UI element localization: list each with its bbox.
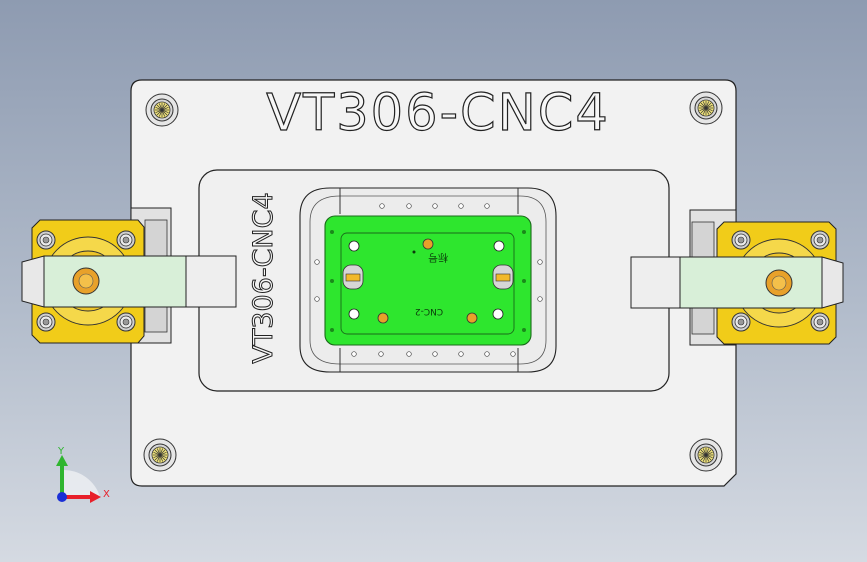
left-clamp-arm[interactable] xyxy=(43,255,187,308)
pcb-slot xyxy=(492,264,514,290)
triad-x-label: X xyxy=(103,489,110,500)
clamp-screw-icon xyxy=(810,230,830,250)
pcb-silkscreen-mark-a: 标号 xyxy=(428,251,448,263)
clamp-screw-icon xyxy=(810,312,830,332)
coordinate-triad: Y X xyxy=(56,446,110,503)
locating-pin-icon xyxy=(422,238,434,250)
top-engraved-label: VT306-CNC4 xyxy=(266,84,610,143)
left-toggle-clamp[interactable] xyxy=(21,207,237,344)
right-toggle-clamp[interactable] xyxy=(630,209,844,346)
clamp-screw-icon xyxy=(36,312,56,332)
corner-screw-icon xyxy=(689,91,723,125)
clamp-screw-icon xyxy=(116,230,136,250)
locating-pin-icon xyxy=(377,312,389,324)
locating-pin-icon xyxy=(466,312,478,324)
corner-screw-icon xyxy=(143,438,177,472)
clamp-screw-icon xyxy=(731,230,751,250)
clamp-screw-icon xyxy=(36,230,56,250)
clamp-screw-icon xyxy=(116,312,136,332)
pcb-silkscreen-mark-b: CNC-2 xyxy=(415,306,443,316)
pcb-board: 标号 CNC-2 xyxy=(324,215,532,346)
right-clamp-arm[interactable] xyxy=(679,256,823,309)
side-engraved-label: VT306-CNC4 xyxy=(248,192,279,363)
corner-screw-icon xyxy=(145,93,179,127)
pcb-slot xyxy=(342,264,364,290)
triad-y-label: Y xyxy=(57,446,65,457)
nest-holes xyxy=(314,203,543,357)
corner-screw-icon xyxy=(689,438,723,472)
clamp-screw-icon xyxy=(731,312,751,332)
